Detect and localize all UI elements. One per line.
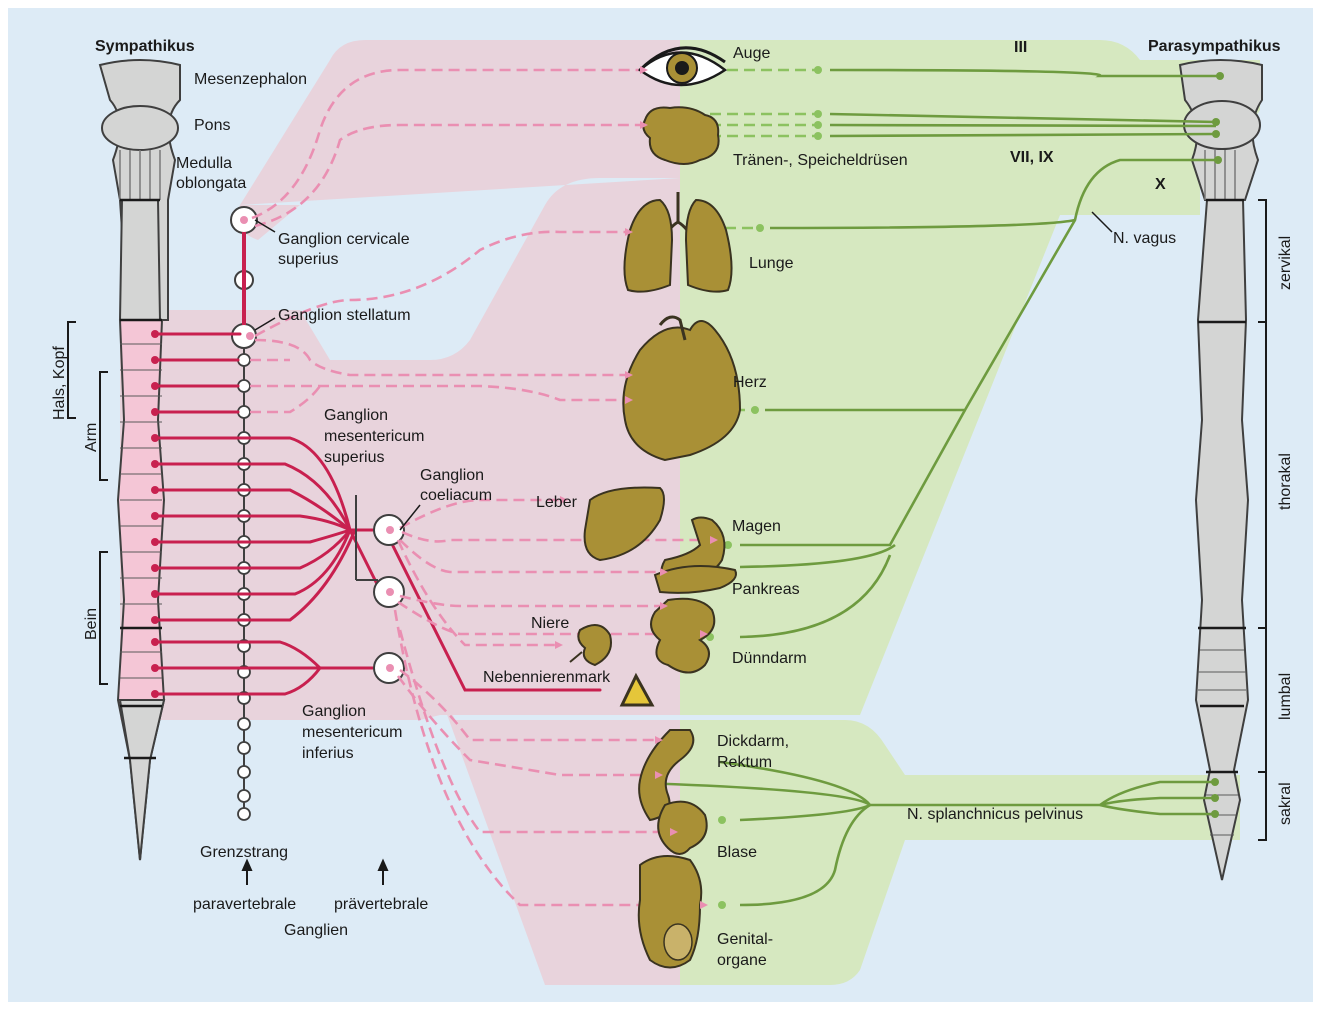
lumbal-label: lumbal (1277, 673, 1294, 720)
paravertebrale-label: paravertebrale (193, 896, 296, 913)
duenndarm-label: Dünndarm (732, 650, 807, 667)
parasympathikus-title: Parasympathikus (1148, 38, 1281, 55)
ganglion-mes-inf-label-3: inferius (302, 745, 354, 762)
nebenniere-label: Nebennierenmark (483, 669, 611, 686)
genital-label-2: organe (717, 952, 767, 969)
dickdarm-label-2: Rektum (717, 754, 772, 771)
vagus-label: N. vagus (1113, 230, 1176, 247)
druesen-label: Tränen-, Speicheldrüsen (733, 152, 908, 169)
thorakal-label: thorakal (1277, 453, 1294, 510)
sakral-label: sakral (1277, 782, 1294, 825)
ganglion-cervicale-label-1: Ganglion cervicale (278, 231, 410, 248)
mesencephalon-label: Mesenzephalon (194, 71, 307, 88)
ganglion-mes-inf-label-2: mesentericum (302, 724, 402, 741)
intestine-icon (651, 599, 714, 673)
ganglien-label: Ganglien (284, 922, 348, 939)
niere-label: Niere (531, 615, 569, 632)
ganglion-stellatum-label: Ganglion stellatum (278, 307, 411, 324)
medulla-label-1: Medulla (176, 155, 232, 172)
blase-label: Blase (717, 844, 757, 861)
bein-label: Bein (83, 608, 100, 640)
left-pons (102, 106, 178, 150)
sympathikus-title: Sympathikus (95, 38, 195, 55)
zervikal-label: zervikal (1277, 236, 1294, 290)
cn3-label: III (1014, 39, 1027, 56)
ganglion-mes-sup-label-2: mesentericum (324, 428, 424, 445)
magen-label: Magen (732, 518, 781, 535)
ganglion-coeliacum-label-2: coeliacum (420, 487, 492, 504)
genital-label-1: Genital- (717, 931, 773, 948)
arm-label: Arm (83, 423, 100, 452)
cn10-label: X (1155, 176, 1166, 193)
pelvinus-label: N. splanchnicus pelvinus (907, 806, 1083, 823)
auge-label: Auge (733, 45, 770, 62)
leber-label: Leber (536, 494, 578, 511)
grenzstrang-label: Grenzstrang (200, 844, 288, 861)
medulla-label-2: oblongata (176, 175, 246, 192)
herz-label: Herz (733, 374, 767, 391)
cn7-9-label: VII, IX (1010, 149, 1054, 166)
hals-kopf-label: Hals, Kopf (51, 346, 68, 420)
ganglion-mes-sup-label-1: Ganglion (324, 407, 388, 424)
praevertebrale-label: prävertebrale (334, 896, 428, 913)
gland-icon (643, 107, 718, 164)
ganglion-mes-sup-label-3: superius (324, 449, 384, 466)
genital-icon (639, 856, 702, 968)
left-cervical-cord (120, 200, 160, 325)
ganglion-cervicale-label-2: superius (278, 251, 338, 268)
ganglion-mes-inf-label-1: Ganglion (302, 703, 366, 720)
pons-label: Pons (194, 117, 230, 134)
dickdarm-label-1: Dickdarm, (717, 733, 789, 750)
pankreas-label: Pankreas (732, 581, 800, 598)
ganglion-coeliacum-label-1: Ganglion (420, 467, 484, 484)
lunge-label: Lunge (749, 255, 794, 272)
